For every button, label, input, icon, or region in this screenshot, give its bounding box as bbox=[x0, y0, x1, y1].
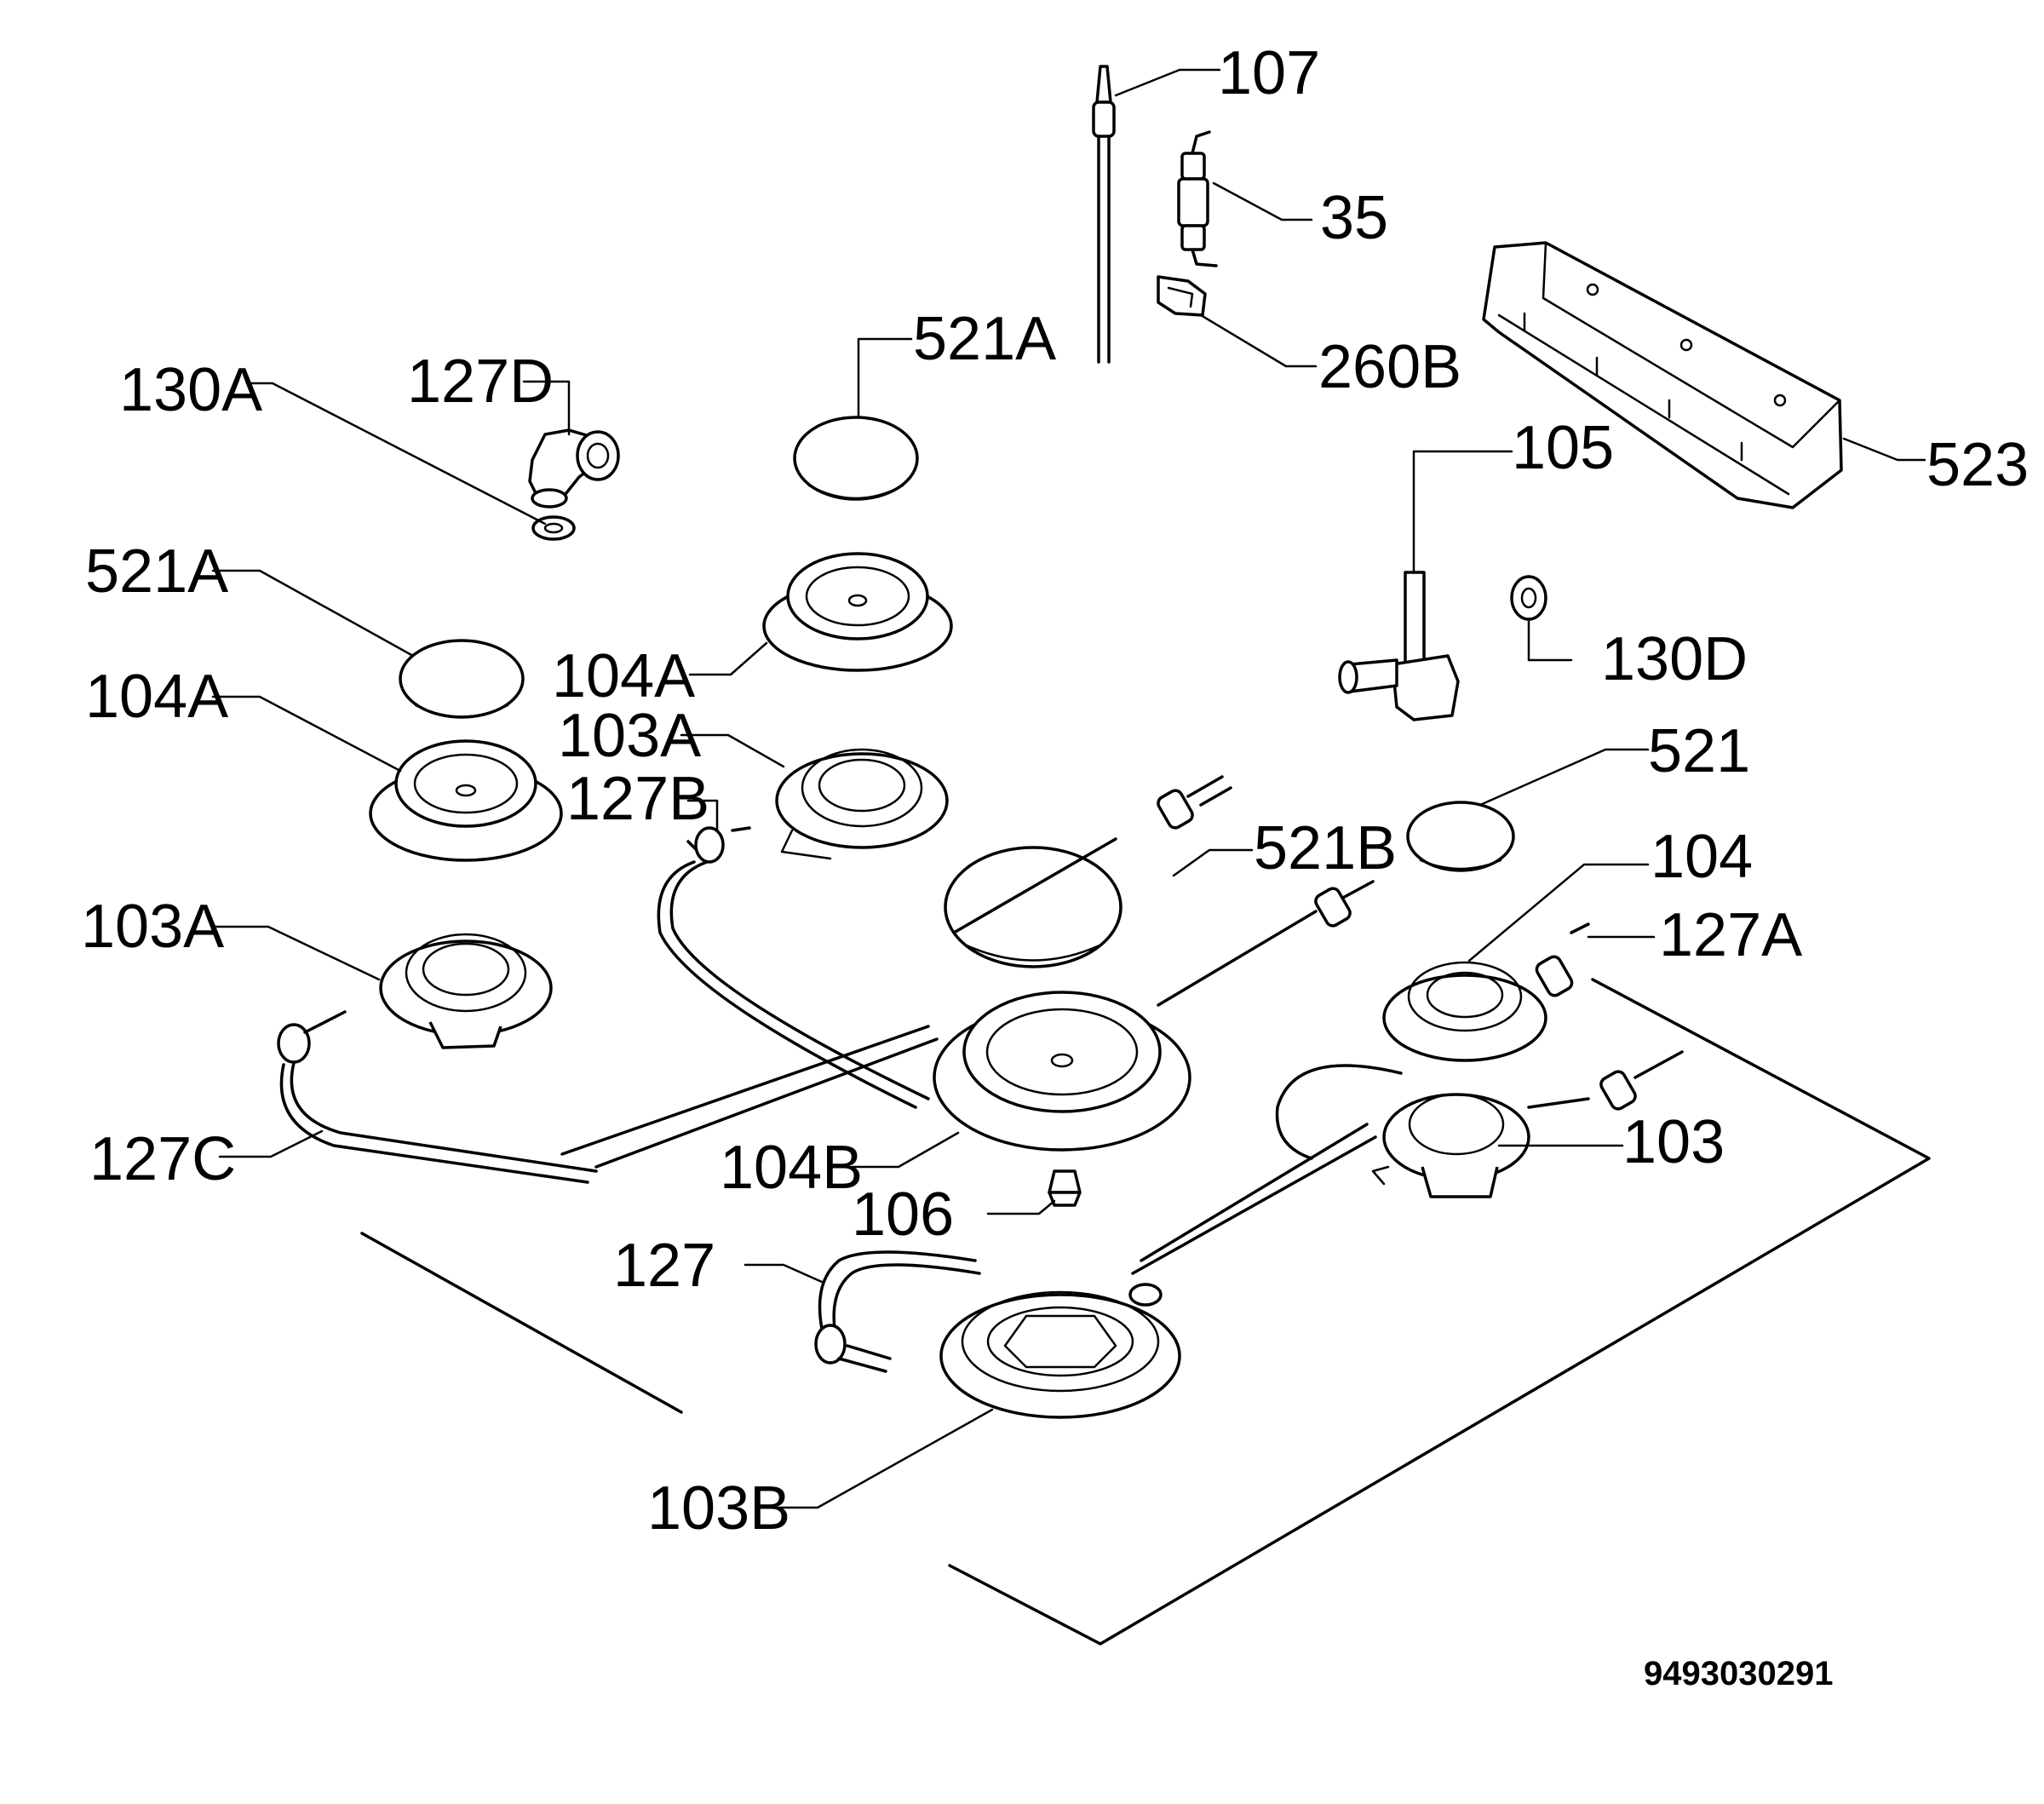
label-127A: 127A bbox=[1659, 901, 1802, 969]
label-103B: 103B bbox=[647, 1474, 790, 1543]
part-103-burner-right[interactable] bbox=[1371, 1093, 1530, 1198]
label-130A: 130A bbox=[119, 356, 262, 424]
part-127-pipe[interactable] bbox=[814, 1250, 981, 1373]
label-127C: 127C bbox=[89, 1125, 236, 1193]
part-127C-pipe[interactable] bbox=[277, 1010, 598, 1184]
label-106: 106 bbox=[852, 1181, 954, 1249]
part-labels: 107 35 260B 523 521A 130A 127D 105 521A … bbox=[81, 39, 2029, 1692]
part-127A-nut[interactable] bbox=[1535, 922, 1590, 998]
label-103A-mid: 103A bbox=[558, 702, 701, 770]
gas-pipes bbox=[560, 775, 1684, 1275]
part-104A-burner-left[interactable] bbox=[369, 739, 563, 862]
part-521A-cap-left[interactable] bbox=[399, 639, 525, 719]
part-130D-washer[interactable] bbox=[1510, 575, 1547, 621]
label-35: 35 bbox=[1320, 184, 1388, 252]
label-260B: 260B bbox=[1318, 333, 1461, 401]
part-104-burner-right[interactable] bbox=[1382, 961, 1547, 1062]
part-521-cap[interactable] bbox=[1406, 801, 1515, 872]
part-106-injector[interactable] bbox=[1048, 1169, 1082, 1207]
label-523: 523 bbox=[1926, 431, 2029, 499]
part-127B-pipe[interactable] bbox=[657, 826, 930, 1109]
label-104B: 104B bbox=[720, 1134, 863, 1202]
label-127D: 127D bbox=[407, 348, 554, 416]
label-130D: 130D bbox=[1601, 625, 1748, 693]
part-521B-cap[interactable] bbox=[944, 846, 1122, 968]
label-105: 105 bbox=[1512, 414, 1614, 482]
part-104B-burner[interactable] bbox=[933, 991, 1191, 1152]
part-127D-elbow[interactable] bbox=[528, 428, 620, 508]
label-104: 104 bbox=[1651, 823, 1753, 891]
label-127: 127 bbox=[613, 1232, 715, 1300]
label-521A-left: 521A bbox=[85, 537, 228, 606]
label-104A-mid: 104A bbox=[552, 642, 695, 710]
hob-outline bbox=[360, 978, 1931, 1646]
part-103A-burner-left[interactable] bbox=[379, 933, 553, 1049]
label-107: 107 bbox=[1218, 39, 1320, 107]
label-521: 521 bbox=[1648, 717, 1750, 785]
label-103A-left: 103A bbox=[81, 893, 224, 961]
label-521A-top: 521A bbox=[913, 305, 1056, 373]
part-523-bracket[interactable] bbox=[1482, 241, 1843, 509]
label-103: 103 bbox=[1622, 1108, 1725, 1176]
part-260B-clip[interactable] bbox=[1157, 275, 1207, 317]
label-104A-left: 104A bbox=[85, 663, 228, 731]
label-521B: 521B bbox=[1254, 814, 1397, 882]
part-103A-burner-mid[interactable] bbox=[775, 748, 949, 860]
part-103B-burner[interactable] bbox=[939, 1283, 1181, 1419]
part-107-thermocouple[interactable] bbox=[1092, 65, 1116, 364]
part-35-ignition-plug[interactable] bbox=[1177, 130, 1218, 267]
part-521A-cap-top[interactable] bbox=[793, 416, 919, 501]
label-127B: 127B bbox=[566, 765, 709, 833]
drawing-code: 9493030291 bbox=[1644, 1655, 1833, 1692]
part-104A-burner-mid[interactable] bbox=[762, 552, 953, 672]
part-105-valve[interactable] bbox=[1338, 571, 1460, 721]
leader-lines bbox=[211, 68, 1926, 1509]
